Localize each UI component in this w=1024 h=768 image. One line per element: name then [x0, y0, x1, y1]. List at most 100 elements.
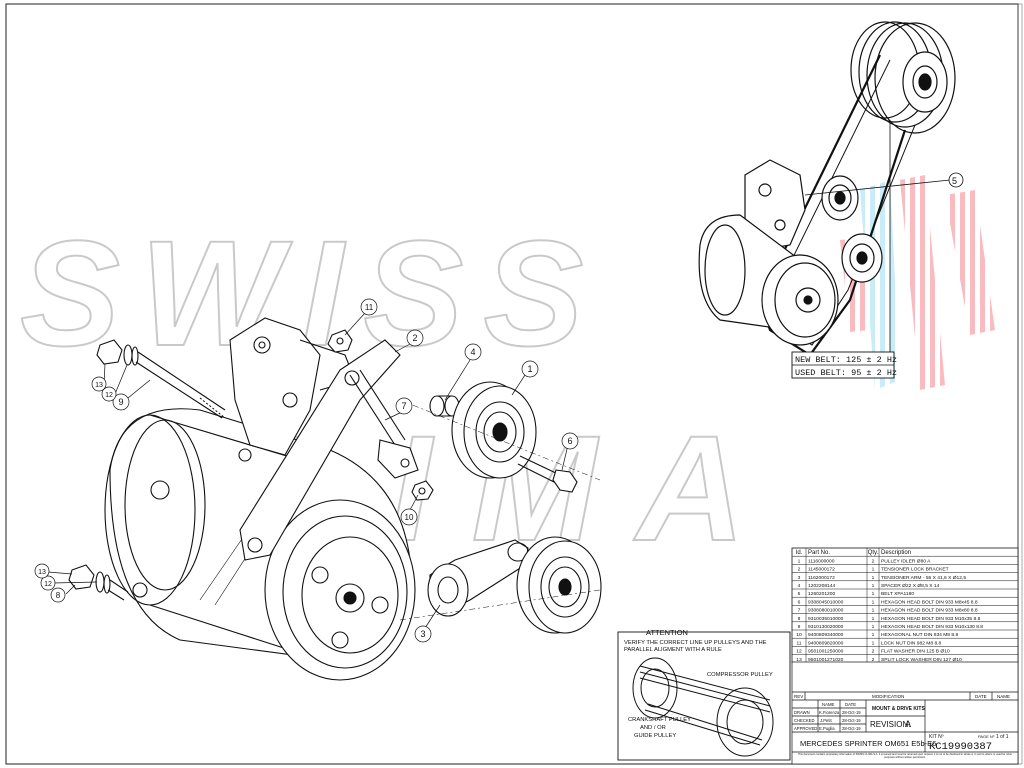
attention-title: ATTENTION [646, 628, 688, 637]
bom-cell: 8 [798, 616, 801, 622]
bom-cell: 1 [798, 558, 801, 564]
bom-cell: 7 [798, 608, 801, 614]
attention-line-1: VERIFY THE CORRECT LINE UP PULLEYS AND T… [624, 640, 767, 646]
page-value: 1 of 1 [996, 734, 1009, 740]
belt-frequency-note: NEW BELT: 125 ± 2 Hz USED BELT: 95 ± 2 H… [791, 351, 897, 379]
callout-11: 11 [365, 303, 374, 312]
callout-labels: 1 2 3 4 6 7 8 9 10 11 12 13 12 13 [38, 303, 572, 639]
approved-name: E.Puglia [819, 726, 835, 731]
bom-header-cell: Id. [796, 550, 803, 556]
bom-cell: 3 [798, 575, 801, 581]
bom-cell: HEXAGON HEAD BOLT DIN 933 M10x35 8.8 [881, 616, 981, 622]
title-block-text: REV MODIFICATION DATE NAME NAME DATE DRA… [794, 694, 1013, 759]
exploded-view [68, 317, 602, 681]
bom-cell: 1 [872, 567, 875, 573]
assembled-view [698, 21, 964, 357]
bom-cell: 2 [872, 657, 875, 663]
sheet-side-strip [1017, 3, 1023, 765]
revision-label: REVISION: [870, 720, 910, 729]
bom-cell: BELT XPA1180 [881, 591, 914, 597]
bom-cell: 9308045010000 [808, 599, 844, 605]
tensioner-lock-bracket [239, 339, 401, 561]
drawn-name: K.Fiorenza [819, 710, 840, 715]
bom-cell: 1 [872, 640, 875, 646]
modification-header: MODIFICATION [872, 694, 904, 699]
callout-1: 1 [527, 364, 532, 374]
disclaimer: This document contains proprietary infor… [797, 753, 1013, 759]
idler-pulley-lower [516, 536, 602, 634]
bom-cell: 9308080010000 [808, 608, 844, 614]
bom-cell: 9 [798, 624, 801, 630]
bom-cell: HEXAGON HEAD BOLT DIN 933 M8x80 8.8 [881, 608, 978, 614]
bom-cell: 12 [796, 649, 802, 655]
attention-line-2: PARALLEL ALIGMENT WITH A RULE [624, 647, 722, 653]
bom-cell: 1202208144 [808, 583, 835, 589]
callout-5-assembled: 5 [952, 176, 957, 186]
approval-date-header: DATE [845, 702, 856, 707]
bom-cell: 1116000000 [808, 558, 835, 564]
callout-6: 6 [567, 436, 572, 446]
crankshaft-and-or: AND / OR [640, 725, 666, 731]
bom-cell: PULLEY IDLER Ø80 A [881, 558, 931, 564]
callout-3: 3 [420, 629, 425, 639]
bom-cell: 10 [796, 632, 802, 638]
bom-cell: 1 [872, 599, 875, 605]
bom-cell: HEXAGON HEAD BOLT DIN 933 M10x130 8.8 [881, 624, 983, 630]
callout-13-lower: 13 [38, 569, 46, 576]
bolt-m10x130 [96, 339, 226, 419]
bom-cell: 1 [872, 624, 875, 630]
bom-cell: 1 [872, 583, 875, 589]
bom-cell: 2 [798, 567, 801, 573]
drawn-date: 28-Oct-19 [842, 710, 861, 715]
title-block [791, 661, 1019, 765]
idler-pulley-upper [821, 175, 859, 221]
idler-pulley-lower [841, 233, 883, 283]
bom-cell: 9310130020000 [808, 624, 844, 630]
alignment-illustration [632, 657, 774, 757]
attention-box: ATTENTION VERIFY THE CORRECT LINE UP PUL… [617, 628, 791, 761]
bom-header-cell: Part No. [808, 550, 830, 556]
bom-cell: 1260201200 [808, 591, 835, 597]
kit-type: MOUNT & DRIVE KITS [872, 706, 925, 712]
bolt-m10x35 [68, 564, 129, 601]
kit-number: KC19990387 [929, 741, 992, 753]
hex-nut [411, 480, 434, 501]
crankshaft-pulley [850, 21, 956, 134]
crankshaft-pulley-label: CRANKSHAFT PULLEY [628, 717, 691, 723]
bom-header-cell: Qty. [868, 550, 879, 556]
bom-cell: 9400809340000 [808, 632, 844, 638]
bom-cell: 2 [872, 649, 875, 655]
revision-value: A [905, 719, 911, 729]
bom-cell: 1 [872, 632, 875, 638]
bom-cell: TENSIONER LOCK BRACKET [881, 567, 949, 573]
date-header: DATE [975, 694, 987, 699]
bom-cell: 1 [872, 575, 875, 581]
bom-header-cell: Description [881, 550, 911, 556]
callouts [34, 298, 579, 643]
approved-date: 28-Oct-19 [842, 726, 861, 731]
vehicle-model: MERCEDES SPRINTER OM651 E5b-E6 [800, 739, 936, 748]
guide-pulley-label: GUIDE PULLEY [634, 733, 676, 739]
bom-cell: 4 [798, 583, 801, 589]
callout-4: 4 [470, 347, 475, 357]
bom-cell: 2 [872, 558, 875, 564]
checked-name: J.Petit [820, 718, 832, 723]
disclaimer-container: This document contains proprietary infor… [797, 753, 1013, 759]
bom-cell: SPACER Ø22 X Ø8,5 X 14 [881, 583, 940, 589]
bom-cell: 1 [872, 616, 875, 622]
page-label: PAGE Nº [978, 734, 995, 739]
bom-cell: 5 [798, 591, 801, 597]
bom-cell: HEXAGONAL NUT DIN 934 M8 8.8 [881, 632, 958, 638]
bolt-m8x45 [517, 455, 578, 493]
bom-cell: 11 [796, 640, 801, 646]
compressor-clutch-pulley [264, 499, 416, 681]
bom-cell: 1 [872, 608, 875, 614]
callout-9: 9 [118, 397, 123, 407]
bom-cell: 13 [796, 657, 802, 663]
callout-8: 8 [56, 591, 61, 600]
bom-cell: FLAT WASHER DIN 125 B Ø10 [881, 649, 950, 655]
rev-header: REV [794, 694, 803, 699]
callout-12-upper: 12 [105, 392, 113, 399]
